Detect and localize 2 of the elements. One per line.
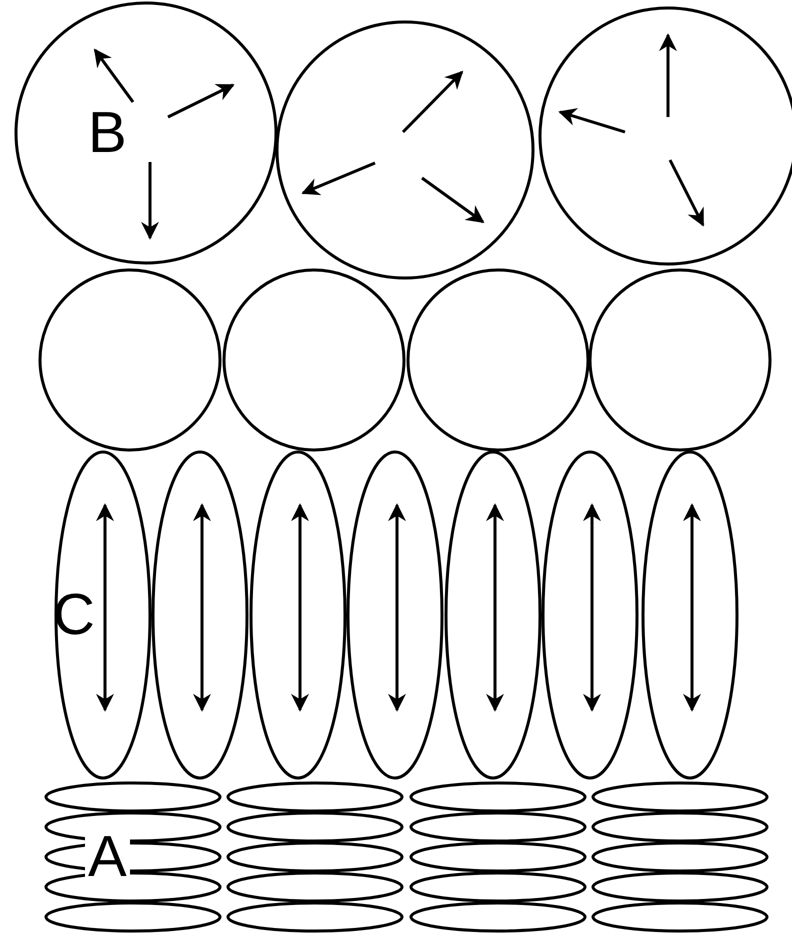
- letter-label: C: [53, 586, 95, 644]
- letter-label: B: [88, 104, 127, 162]
